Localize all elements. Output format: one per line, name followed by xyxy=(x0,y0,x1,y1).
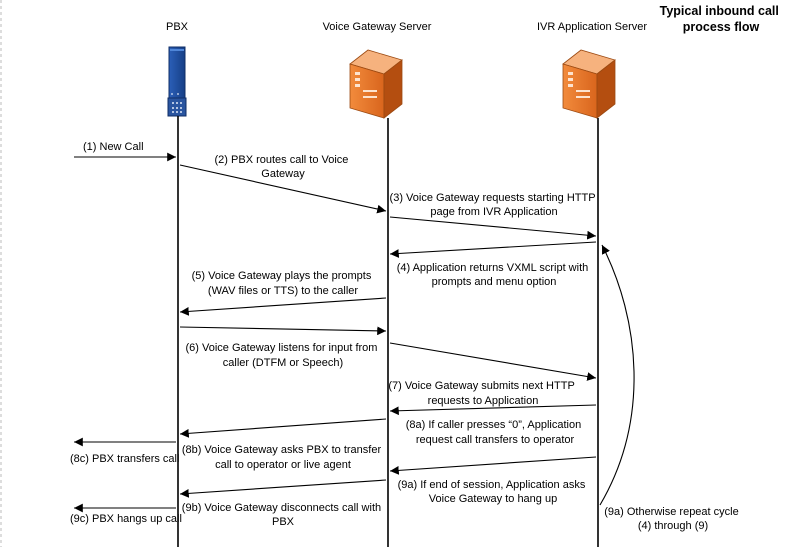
arrow-3-request-page xyxy=(389,216,597,240)
title-line-1: Typical inbound call xyxy=(660,4,779,18)
label-m6: (6) Voice Gateway listens for input from… xyxy=(185,342,380,369)
label-m8b: (8b) Voice Gateway asks PBX to transfer … xyxy=(182,444,384,471)
title-line-2: process flow xyxy=(683,20,760,34)
server-icon xyxy=(349,49,403,119)
arrow-repeat-cycle xyxy=(599,244,635,506)
arrow-4-return-vxml xyxy=(389,241,597,258)
arrow-8a-transfer-request xyxy=(179,418,387,438)
arrow-7-submit-request xyxy=(389,404,597,416)
arrow-9b-disconnect xyxy=(179,479,387,498)
participant-pbx-label: PBX xyxy=(166,21,189,33)
label-m7: (7) Voice Gateway submits next HTTP requ… xyxy=(388,380,577,407)
label-m9b: (9b) Voice Gateway disconnects call with… xyxy=(182,502,384,528)
label-m8c: (8c) PBX transfers call xyxy=(70,453,179,465)
label-m4: (4) Application returns VXML script with… xyxy=(397,262,592,288)
arrow-2-pbx-routes xyxy=(179,164,387,214)
arrow-6b-listen xyxy=(389,342,597,381)
arrow-9a-hang-up-request xyxy=(389,456,597,475)
label-m8a: (8a) If caller presses “0”, Application … xyxy=(406,419,585,446)
label-m1: (1) New Call xyxy=(83,141,144,153)
participant-ivr-server-label: IVR Application Server xyxy=(537,21,647,33)
pbx-tower-icon xyxy=(167,46,187,117)
server-icon xyxy=(562,49,616,119)
label-m5: (5) Voice Gateway plays the prompts (WAV… xyxy=(192,270,375,297)
arrow-5-play-prompts xyxy=(179,297,387,316)
label-m9c: (9c) PBX hangs up call xyxy=(70,513,182,525)
label-m2: (2) PBX routes call to Voice Gateway xyxy=(215,154,352,180)
label-m9a: (9a) If end of session, Application asks… xyxy=(398,479,589,505)
participant-voice-gateway-label: Voice Gateway Server xyxy=(323,21,432,33)
arrow-6a-caller-input xyxy=(179,326,387,336)
label-repeat-cycle: (9a) Otherwise repeat cycle (4) through … xyxy=(604,506,742,532)
diagram-title: Typical inbound call process flow xyxy=(660,4,783,34)
label-m3: (3) Voice Gateway requests starting HTTP… xyxy=(390,192,599,218)
